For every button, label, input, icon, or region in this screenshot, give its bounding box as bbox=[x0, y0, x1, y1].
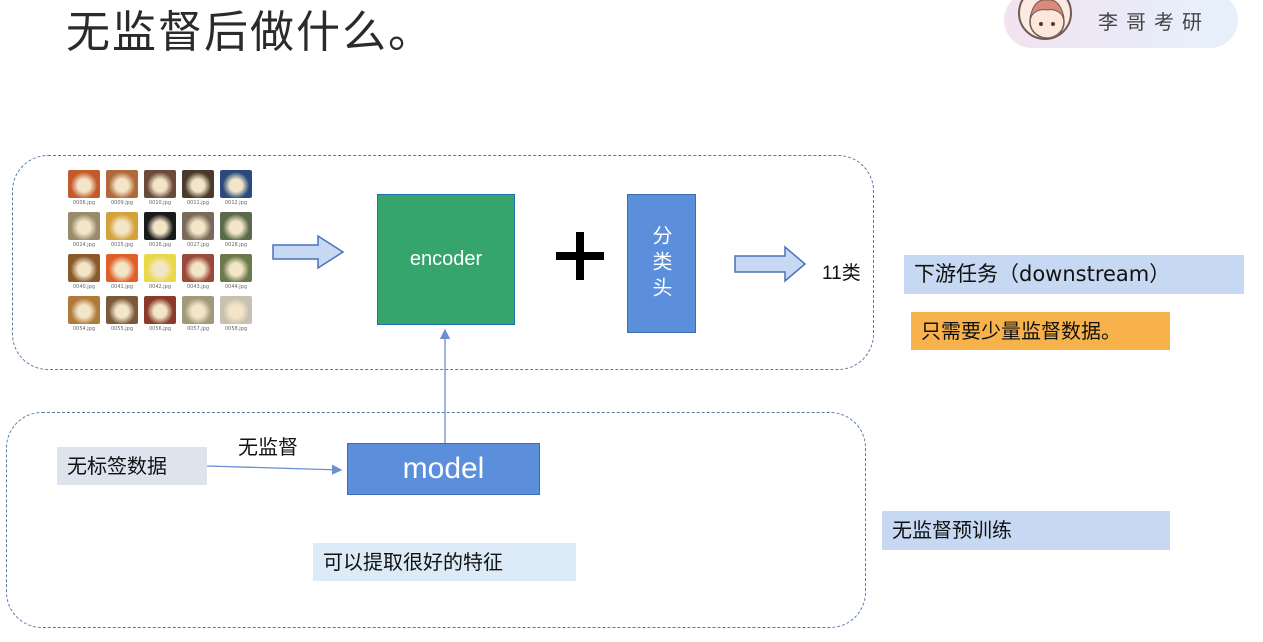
food-image-thumbnail bbox=[68, 170, 100, 198]
food-image-filename: 0011.jpg bbox=[186, 200, 210, 206]
images-to-encoder-arrow bbox=[272, 234, 345, 270]
food-image-filename: 0027.jpg bbox=[186, 242, 210, 248]
food-image-thumbnail bbox=[182, 212, 214, 240]
features-note: 可以提取很好的特征 bbox=[313, 543, 576, 581]
food-image-thumbnail bbox=[220, 170, 252, 198]
food-image-thumbnail bbox=[68, 254, 100, 282]
food-image-filename: 0025.jpg bbox=[110, 242, 134, 248]
food-image-thumbnail bbox=[144, 254, 176, 282]
pretraining-region bbox=[6, 412, 866, 628]
food-image-filename: 0028.jpg bbox=[224, 242, 248, 248]
plus-icon bbox=[556, 232, 604, 280]
encoder-block: encoder bbox=[377, 194, 515, 325]
food-image-thumbnail bbox=[220, 296, 252, 324]
downstream-task-region bbox=[12, 155, 874, 370]
food-image-filename: 0024.jpg bbox=[72, 242, 96, 248]
food-image-filename: 0057.jpg bbox=[186, 326, 210, 332]
food-image-thumbnail bbox=[144, 296, 176, 324]
classification-head: 分类头 bbox=[627, 194, 696, 333]
food-image-filename: 0058.jpg bbox=[224, 326, 248, 332]
data-to-model-arrow bbox=[206, 464, 343, 475]
food-image-thumbnail bbox=[182, 254, 214, 282]
food-image-thumbnail bbox=[106, 254, 138, 282]
food-image-thumbnail bbox=[144, 170, 176, 198]
food-image-thumbnail bbox=[220, 212, 252, 240]
unlabeled-data-label: 无标签数据 bbox=[57, 447, 207, 485]
food-image-filename: 0012.jpg bbox=[224, 200, 248, 206]
food-image-filename: 0040.jpg bbox=[72, 284, 96, 290]
food-image-filename: 0010.jpg bbox=[148, 200, 172, 206]
food-image-thumbnail bbox=[220, 254, 252, 282]
unsupervised-edge-label: 无监督 bbox=[238, 435, 298, 459]
food-image-filename: 0006.jpg bbox=[72, 200, 96, 206]
food-image-thumbnail bbox=[182, 296, 214, 324]
output-classes-label: 11类 bbox=[822, 263, 861, 284]
food-image-filename: 0042.jpg bbox=[148, 284, 172, 290]
food-image-filename: 0056.jpg bbox=[148, 326, 172, 332]
food-image-filename: 0026.jpg bbox=[148, 242, 172, 248]
model-block: model bbox=[347, 443, 540, 495]
food-image-thumbnail bbox=[106, 170, 138, 198]
food-image-thumbnail bbox=[68, 212, 100, 240]
food-image-thumbnail bbox=[106, 296, 138, 324]
food-image-thumbnail bbox=[144, 212, 176, 240]
downstream-task-label: 下游任务（downstream） bbox=[904, 255, 1244, 294]
food-image-filename: 0009.jpg bbox=[110, 200, 134, 206]
food-image-thumbnail bbox=[106, 212, 138, 240]
food-image-thumbnail bbox=[68, 296, 100, 324]
food-image-thumbnail bbox=[182, 170, 214, 198]
classifier-to-output-arrow bbox=[734, 245, 807, 283]
food-image-filename: 0043.jpg bbox=[186, 284, 210, 290]
pretraining-label: 无监督预训练 bbox=[882, 511, 1170, 550]
food-image-grid: 0006.jpg 0009.jpg 0010.jpg 0011.jpg 0012.jpg… bbox=[68, 170, 258, 332]
page-title: 无监督后做什么。 bbox=[66, 7, 434, 58]
food-image-filename: 0055.jpg bbox=[110, 326, 134, 332]
food-image-filename: 0054.jpg bbox=[72, 326, 96, 332]
few-labels-note: 只需要少量监督数据。 bbox=[911, 312, 1170, 350]
mascot-icon bbox=[1029, 0, 1065, 38]
food-image-filename: 0044.jpg bbox=[224, 284, 248, 290]
brand-name: 李哥考研 bbox=[1098, 10, 1210, 34]
food-image-filename: 0041.jpg bbox=[110, 284, 134, 290]
